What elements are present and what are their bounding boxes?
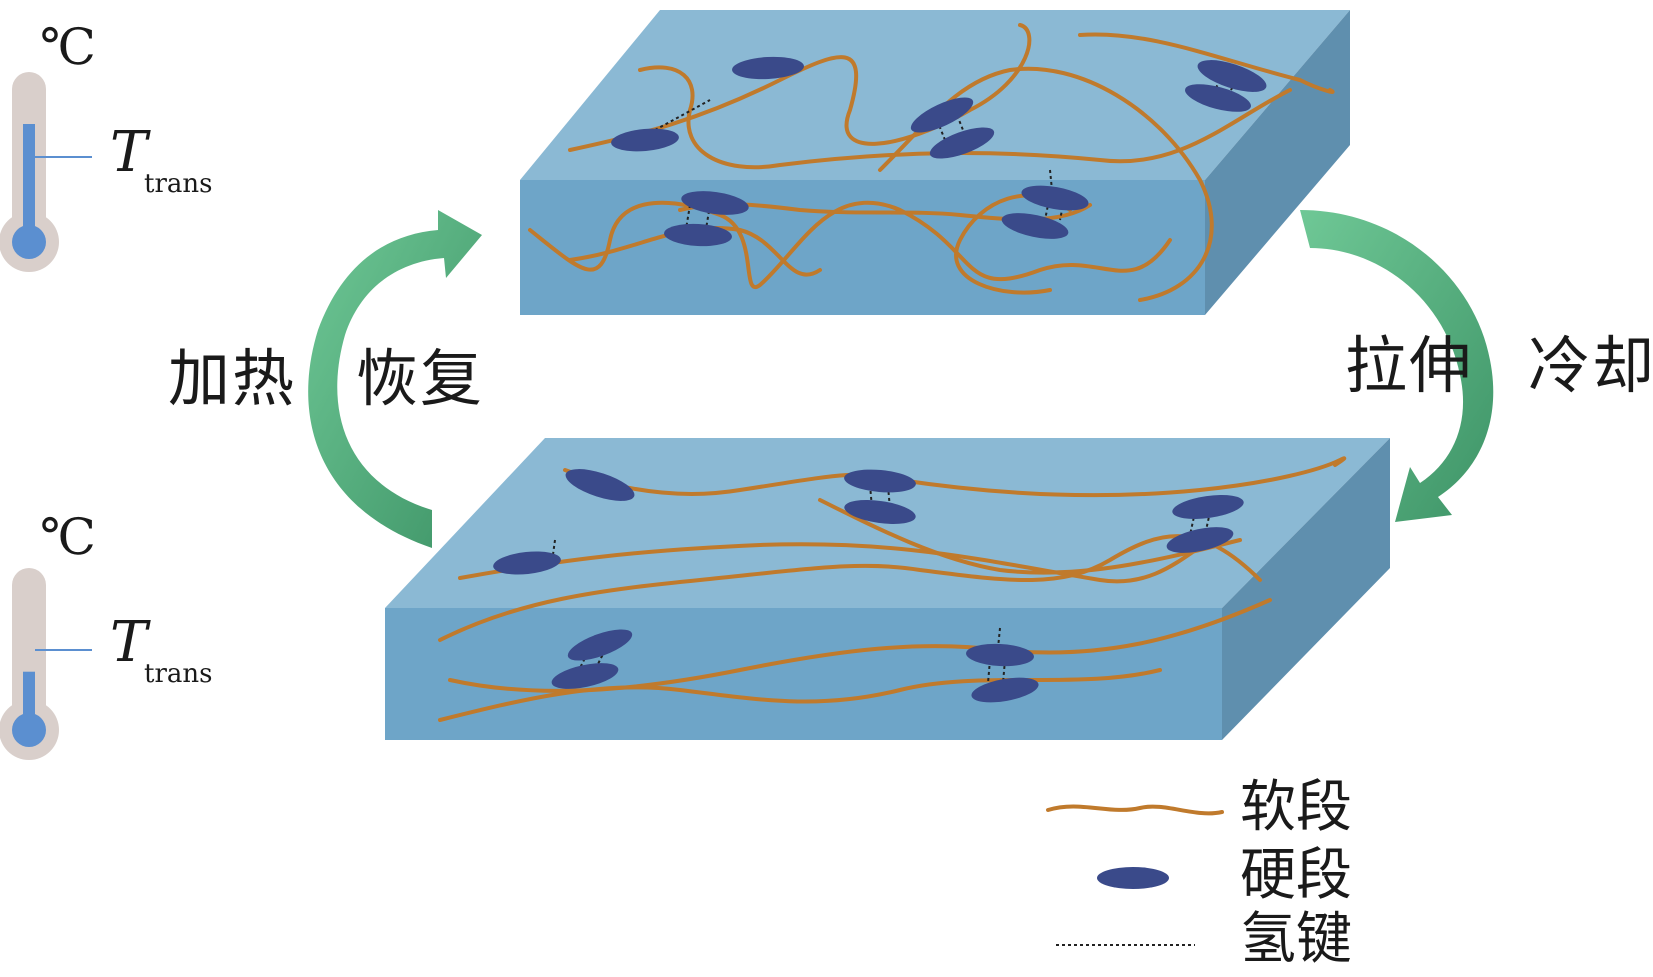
legend-graphics — [1046, 804, 1224, 946]
heating-label: 加热 — [168, 342, 297, 415]
bottom-transition-temperature-label: T trans — [110, 615, 220, 690]
right-arrow-body — [1300, 210, 1494, 522]
thermometer-tube — [12, 568, 46, 726]
legend-soft-segment-line — [1046, 804, 1224, 816]
hard-segment — [1172, 495, 1244, 519]
hard-segment — [681, 191, 749, 215]
top-block-top-face — [520, 10, 1350, 180]
left-cycle-arrow — [308, 210, 482, 548]
hydrogen-bond — [954, 109, 966, 136]
hydrogen-bond — [654, 99, 711, 131]
temperature-symbol: T — [110, 610, 148, 675]
top-unit-label: ℃ — [40, 18, 96, 76]
hard-segment — [1185, 84, 1251, 112]
thermometer-mercury — [23, 124, 35, 232]
soft-segment-chain — [638, 65, 1292, 170]
hard-segment — [664, 223, 732, 247]
hard-segment — [1166, 527, 1234, 553]
hydrogen-bond — [579, 647, 591, 669]
hard-segment — [910, 97, 974, 133]
hard-segment — [929, 127, 995, 159]
bottom-polymer-block — [385, 438, 1390, 740]
hard-segment — [493, 551, 561, 575]
stretching-label: 拉伸 — [1345, 329, 1474, 402]
hard-segment — [551, 663, 619, 689]
legend-hydrogen-bond-label: 氢键 — [1240, 907, 1352, 972]
top-polymer-block — [520, 10, 1350, 315]
hard-segment — [966, 643, 1034, 667]
soft-segment-chain — [818, 498, 1242, 575]
thermometer-bulb-fill — [12, 225, 46, 259]
thermometer-bulb-fill — [12, 713, 46, 747]
hard-segment — [971, 677, 1039, 703]
legend-hard-segment-ellipse — [1097, 867, 1169, 889]
soft-segment-chain — [568, 225, 822, 277]
bottom-thermometer — [0, 568, 92, 760]
hydrogen-bond — [987, 659, 991, 684]
recovery-label: 恢复 — [356, 342, 485, 415]
hard-segment — [844, 469, 916, 493]
bottom-unit-label: ℃ — [40, 508, 96, 566]
soft-segment-chain — [1078, 32, 1335, 94]
soft-segment-chain — [438, 668, 1162, 722]
temperature-symbol: T — [110, 120, 148, 185]
soft-segment-chain — [563, 456, 1347, 498]
hard-segment — [565, 469, 635, 501]
top-thermometer — [0, 72, 92, 272]
soft-segment-chain — [438, 534, 1262, 642]
bottom-block-right-face — [1222, 438, 1390, 740]
legend-hard-segment-label: 硬段 — [1240, 843, 1352, 908]
left-arrow-body — [308, 210, 482, 548]
cooling-label: 冷却 — [1528, 329, 1653, 402]
hard-segment — [1001, 213, 1069, 239]
hard-segment — [567, 629, 633, 661]
temperature-subscript: trans — [144, 169, 213, 199]
bottom-block-front-face — [385, 608, 1222, 740]
hard-segment — [732, 56, 804, 80]
hard-segment — [844, 500, 916, 524]
thermometer-mercury — [23, 671, 35, 720]
hard-segment — [611, 128, 679, 152]
right-cycle-arrow — [1300, 210, 1494, 522]
soft-segment-chain — [458, 538, 1212, 584]
soft-segment-chain — [568, 23, 1032, 152]
temperature-subscript: trans — [144, 659, 213, 689]
top-transition-temperature-label: T trans — [110, 125, 220, 200]
hard-segment — [1197, 60, 1267, 92]
hard-segment — [1021, 185, 1089, 211]
legend-soft-segment-label: 软段 — [1240, 775, 1352, 840]
